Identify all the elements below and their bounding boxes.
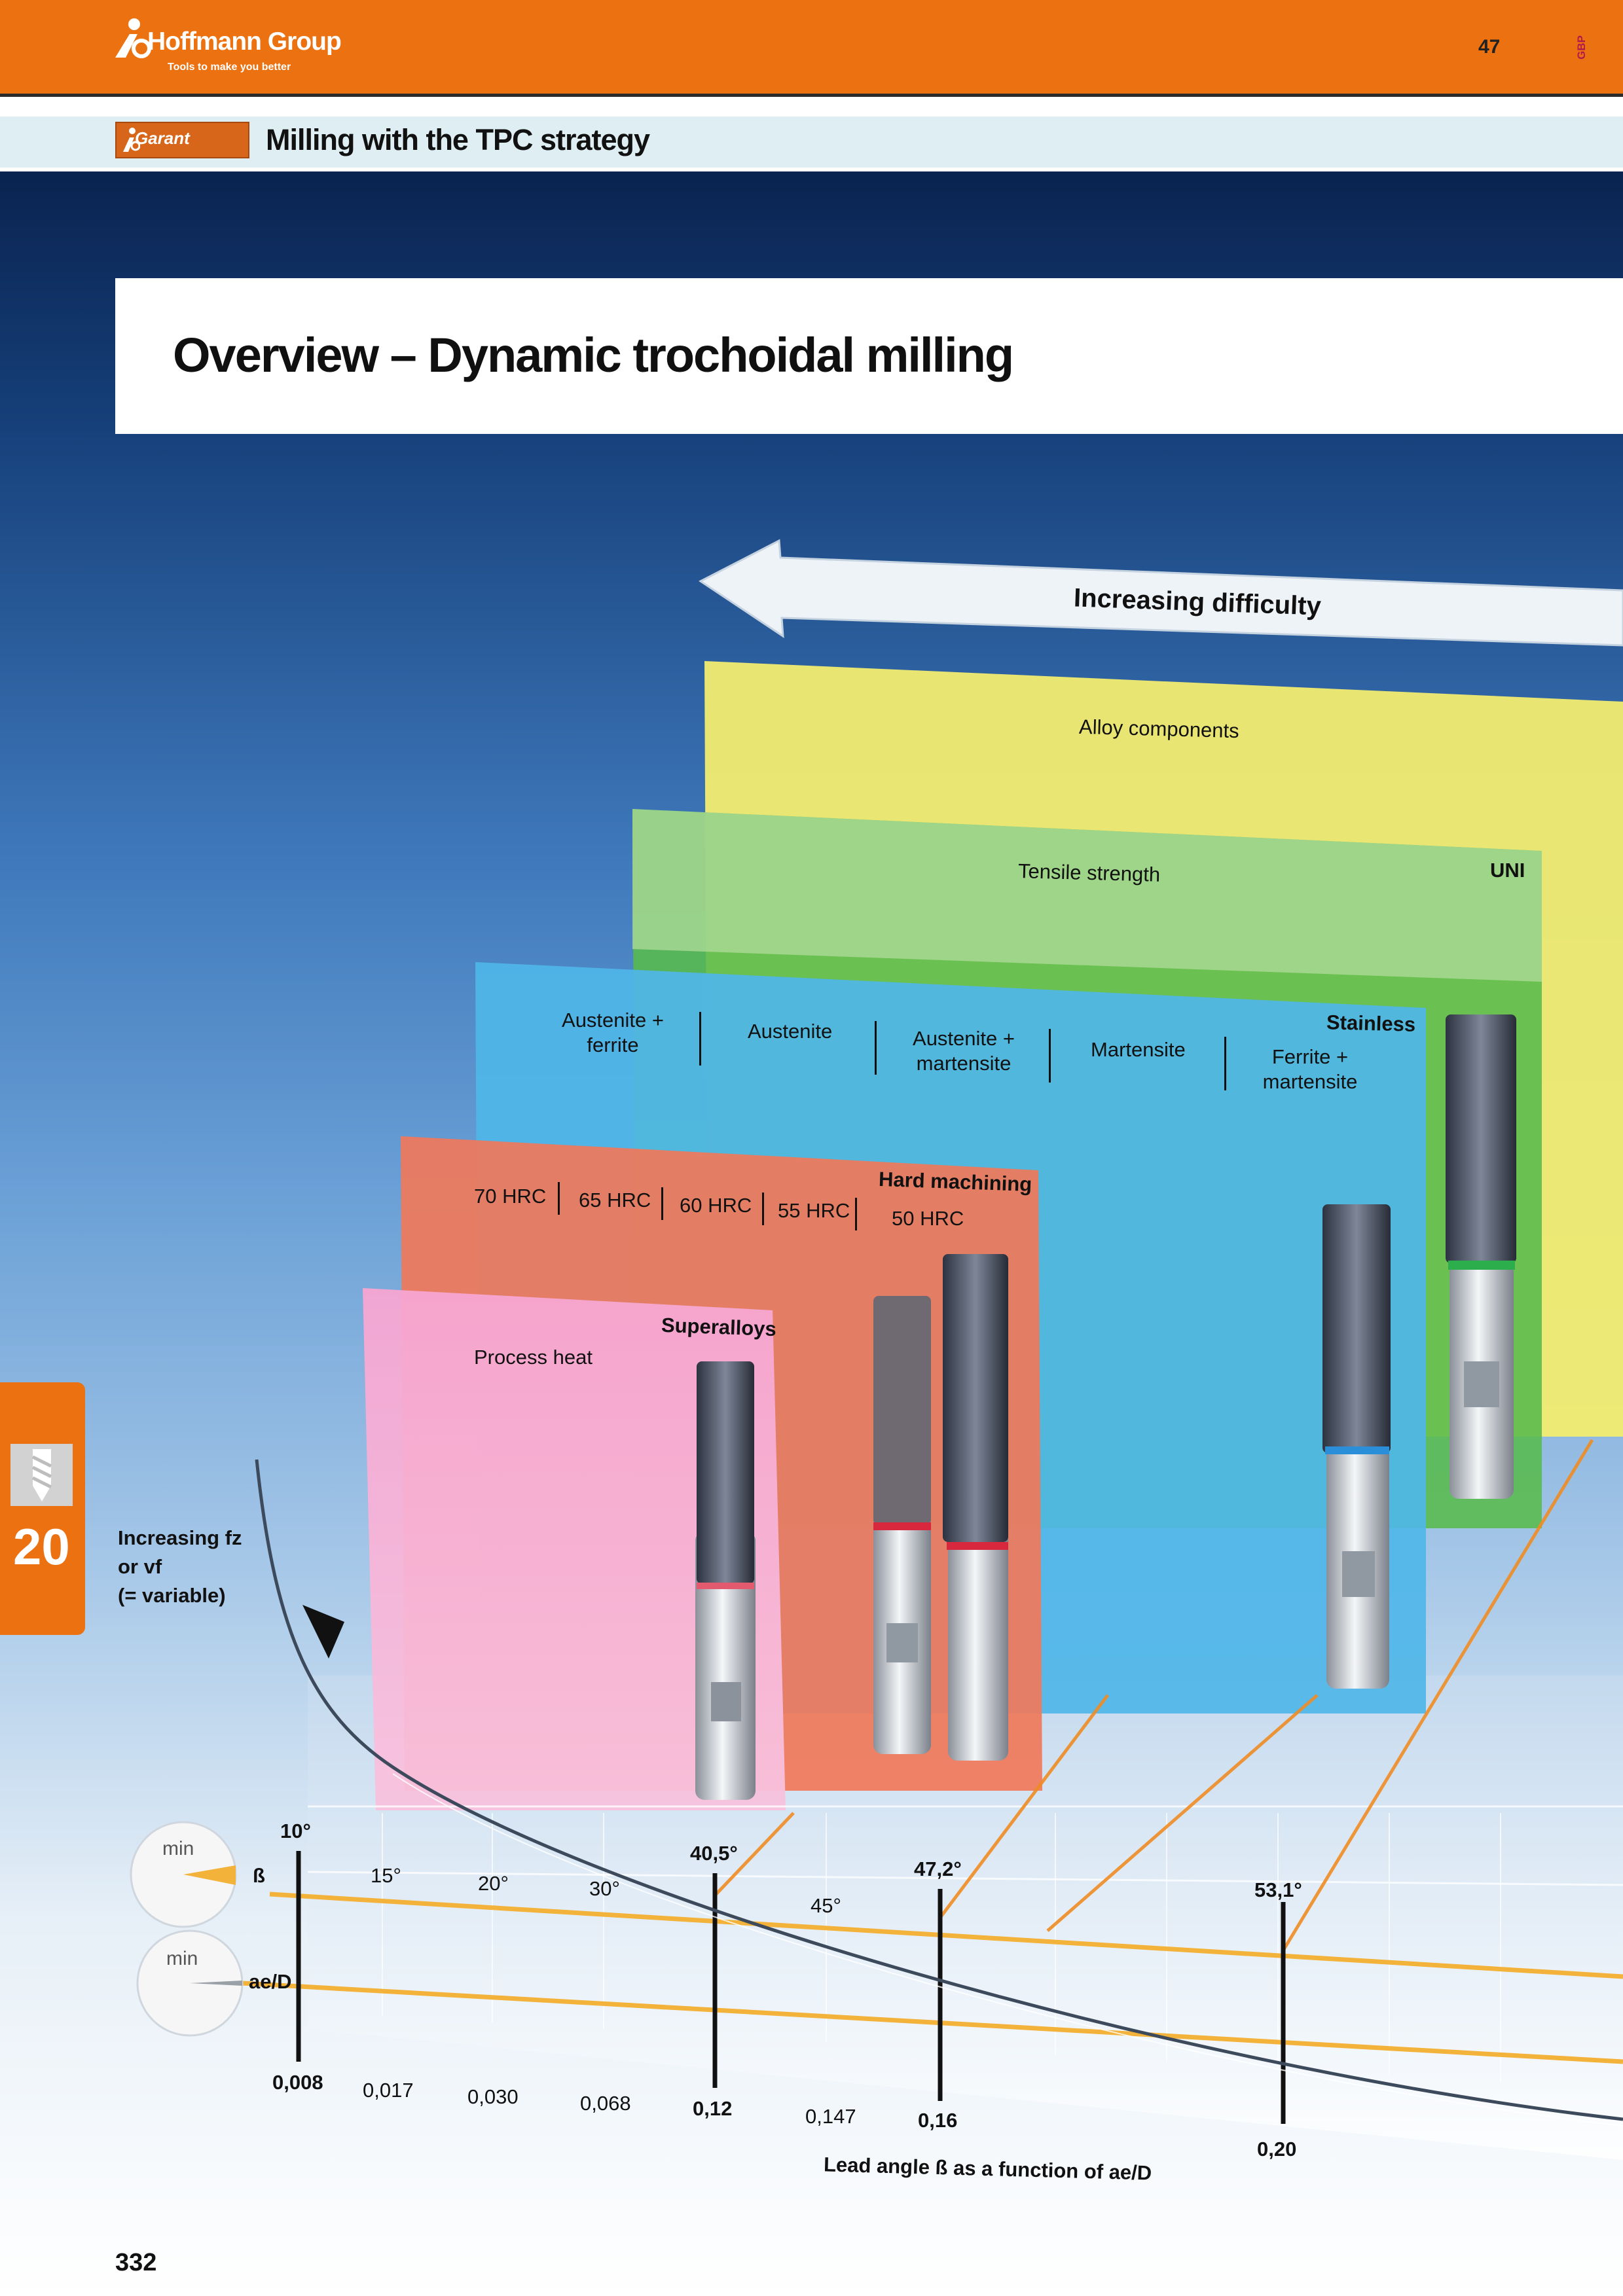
fz-label-line-1: Increasing fz — [118, 1526, 242, 1549]
uni-label: UNI — [1490, 859, 1525, 882]
end-mill-hard-1 — [873, 1296, 931, 1754]
chapter-tab[interactable] — [0, 1382, 85, 1635]
category-divider — [661, 1187, 663, 1220]
beta-min-label: min — [162, 1838, 194, 1859]
beta-angle-45: 45° — [811, 1894, 841, 1917]
fz-label-line-2: or vf — [118, 1555, 162, 1578]
hard-category-2: 65 HRC — [579, 1189, 651, 1211]
aeD-min-dial — [136, 1929, 244, 2037]
aeD-min-label: min — [166, 1948, 198, 1969]
end-mill-uni — [1446, 1014, 1516, 1499]
category-divider — [1224, 1037, 1226, 1090]
uni-alloy-components-label: Alloy components — [1078, 715, 1240, 743]
aeD-value-8: 0,20 — [1257, 2138, 1297, 2161]
beta-angle-20: 20° — [478, 1872, 509, 1895]
aeD-value-1: 0,008 — [272, 2071, 323, 2094]
aeD-value-7: 0,16 — [918, 2109, 958, 2132]
beta-angle-47-2: 47,2° — [914, 1857, 962, 1880]
end-mill-superalloys — [695, 1361, 756, 1800]
difficulty-arrow — [699, 539, 1623, 647]
aeD-value-6: 0,147 — [805, 2105, 856, 2128]
beta-min-dial — [130, 1821, 237, 1928]
stainless-category-4: Martensite — [1091, 1038, 1186, 1061]
category-divider — [855, 1198, 857, 1230]
stainless-category-3: Austenite + martensite — [913, 1027, 1015, 1075]
hard-category-3: 60 HRC — [680, 1194, 752, 1217]
section-title: Milling with the TPC strategy — [266, 123, 650, 156]
top-header-bar — [0, 0, 1623, 94]
fz-label: Increasing fz or vf (= variable) — [118, 1524, 242, 1610]
uni-tensile-strength-label: Tensile strength — [1017, 859, 1161, 886]
drill-chapter-icon — [10, 1444, 73, 1506]
end-mill-stainless — [1322, 1204, 1391, 1689]
category-divider — [699, 1012, 701, 1066]
hard-category-4: 55 HRC — [778, 1199, 850, 1222]
fz-curve-arrow — [255, 1459, 1623, 2121]
stainless-label: Stainless — [1326, 1011, 1416, 1036]
hoffmann-logo-icon — [115, 18, 151, 58]
aeD-value-3: 0,030 — [467, 2085, 519, 2108]
hard-category-1: 70 HRC — [474, 1185, 547, 1208]
beta-symbol: ß — [253, 1864, 265, 1887]
beta-angle-40-5: 40,5° — [690, 1842, 738, 1865]
brand-name: Hoffmann Group — [147, 27, 342, 56]
fz-label-line-3: (= variable) — [118, 1584, 226, 1607]
fz-arrow-head — [302, 1605, 344, 1659]
stainless-category-1: Austenite + ferrite — [562, 1009, 664, 1056]
header-divider — [0, 94, 1623, 97]
chapter-number: 20 — [13, 1518, 70, 1575]
aeD-value-2: 0,017 — [363, 2079, 414, 2102]
superalloys-label: Superalloys — [661, 1313, 777, 1341]
beta-angle-10: 10° — [280, 1820, 311, 1842]
page-number-top: 47 — [1478, 36, 1501, 58]
garant-badge — [115, 122, 249, 158]
stainless-category-5: Ferrite + martensite — [1262, 1045, 1358, 1093]
beta-angle-53-1: 53,1° — [1254, 1878, 1302, 1901]
garant-badge-label: Garant — [135, 128, 190, 148]
aeD-symbol: ae/D — [249, 1970, 292, 1993]
main-title: Overview – Dynamic trochoidal milling — [173, 328, 1014, 382]
category-divider — [1049, 1029, 1051, 1083]
process-heat-label: Process heat — [474, 1346, 593, 1369]
category-divider — [762, 1193, 764, 1225]
stainless-category-2: Austenite — [748, 1020, 833, 1043]
brand-tagline: Tools to make you better — [168, 62, 291, 73]
category-divider — [558, 1182, 560, 1215]
aeD-value-5: 0,12 — [693, 2097, 733, 2120]
garant-logo-icon — [123, 128, 140, 152]
aeD-value-4: 0,068 — [580, 2092, 631, 2115]
beta-angle-15: 15° — [371, 1864, 401, 1887]
category-divider — [875, 1021, 877, 1075]
superalloys-pink-panel — [363, 1288, 786, 1810]
page-number-bottom: 332 — [115, 2249, 157, 2276]
beta-angle-30: 30° — [589, 1877, 620, 1900]
hard-category-5: 50 HRC — [892, 1207, 964, 1230]
title-box — [115, 278, 1623, 434]
section-header-bar — [0, 117, 1623, 168]
end-mill-hard-2 — [943, 1254, 1008, 1761]
